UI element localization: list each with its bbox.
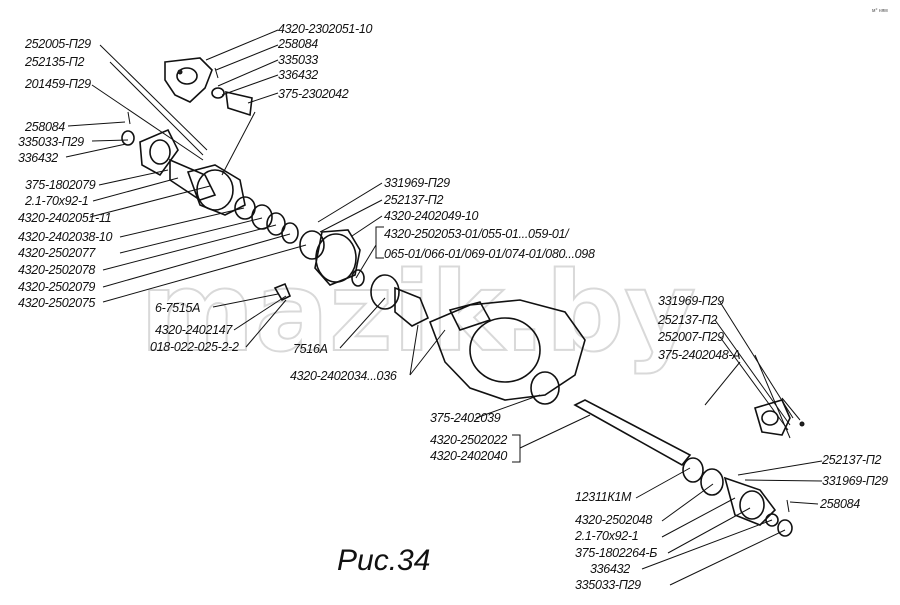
main-housing	[428, 299, 586, 405]
label-252007-p29: 252007-П29	[657, 330, 724, 344]
label-335033-top: 335033	[278, 53, 318, 67]
label-252137-p2-mid: 252137-П2	[383, 193, 444, 207]
label-4320-2502048: 4320-2502048	[575, 513, 652, 527]
label-shim-range-line1: 4320-2502053-01/055-01...059-01/	[384, 227, 570, 241]
label-258084-low: 258084	[819, 497, 860, 511]
label-4320-2402051-11: 4320-2402051-11	[18, 211, 111, 225]
label-252005-p29: 252005-П29	[24, 37, 91, 51]
label-375-2402048-a: 375-2402048-А	[658, 348, 740, 362]
watermark: mazik.by	[140, 248, 696, 376]
label-336432-low: 336432	[590, 562, 630, 576]
label-331969-p29-low: 331969-П29	[822, 474, 888, 488]
part-labels: 4320-2302051-10 258084 335033 336432 375…	[18, 22, 888, 592]
label-331969-p29-right: 331969-П29	[658, 294, 724, 308]
label-seal-2-1-70x92-1-left: 2.1-70х92-1	[24, 194, 88, 208]
label-4320-2502079: 4320-2502079	[18, 280, 95, 294]
label-375-1802079: 375-1802079	[25, 178, 96, 192]
label-4320-2402049-10: 4320-2402049-10	[384, 209, 479, 223]
label-4320-2402147: 4320-2402147	[155, 323, 233, 337]
differential-bearing-group	[273, 229, 430, 327]
label-4320-2502078: 4320-2502078	[18, 263, 95, 277]
label-shim-range-line2: 065-01/066-01/069-01/074-01/080...098	[384, 247, 595, 261]
label-375-2302042: 375-2302042	[278, 87, 349, 101]
leader-lines	[65, 29, 823, 586]
right-flange-group	[754, 397, 805, 436]
corner-mark: м° ням	[872, 8, 888, 14]
label-201459-p29: 201459-П29	[24, 77, 91, 91]
label-6-7515a: 6-7515А	[155, 301, 200, 315]
upper-flange-group	[164, 57, 253, 117]
label-seal-2-1-70x92-1-low: 2.1-70х92-1	[574, 529, 638, 543]
label-4320-2502077: 4320-2502077	[18, 246, 96, 260]
label-335033-p29-low: 335033-П29	[575, 578, 641, 592]
label-375-1802264-b: 375-1802264-Б	[575, 546, 657, 560]
label-336432-top: 336432	[278, 68, 318, 82]
label-252135-p2: 252135-П2	[24, 55, 85, 69]
label-258084-top: 258084	[277, 37, 318, 51]
label-7516a: 7516А	[293, 342, 328, 356]
label-018-022-025-2-2: 018-022-025-2-2	[150, 340, 239, 354]
label-4320-2502075: 4320-2502075	[18, 296, 95, 310]
label-336432-left: 336432	[18, 151, 58, 165]
label-375-2402039: 375-2402039	[430, 411, 501, 425]
left-drive-flange-group	[121, 111, 299, 244]
label-252137-p2-low: 252137-П2	[821, 453, 882, 467]
label-4320-2502022: 4320-2502022	[430, 433, 507, 447]
label-258084-left: 258084	[24, 120, 65, 134]
label-331969-p29-mid: 331969-П29	[384, 176, 450, 190]
pinion-shaft-group	[573, 399, 793, 537]
label-12311k1m: 12311К1М	[575, 490, 632, 504]
label-335033-p29-left: 335033-П29	[18, 135, 84, 149]
figure-caption: Рис.34	[337, 544, 430, 577]
label-4320-2402038-10: 4320-2402038-10	[18, 230, 113, 244]
label-252137-p2-right: 252137-П2	[657, 313, 718, 327]
label-4320-2402034-036: 4320-2402034...036	[290, 369, 397, 383]
label-4320-2402040: 4320-2402040	[430, 449, 507, 463]
label-4320-2302051-10: 4320-2302051-10	[278, 22, 373, 36]
